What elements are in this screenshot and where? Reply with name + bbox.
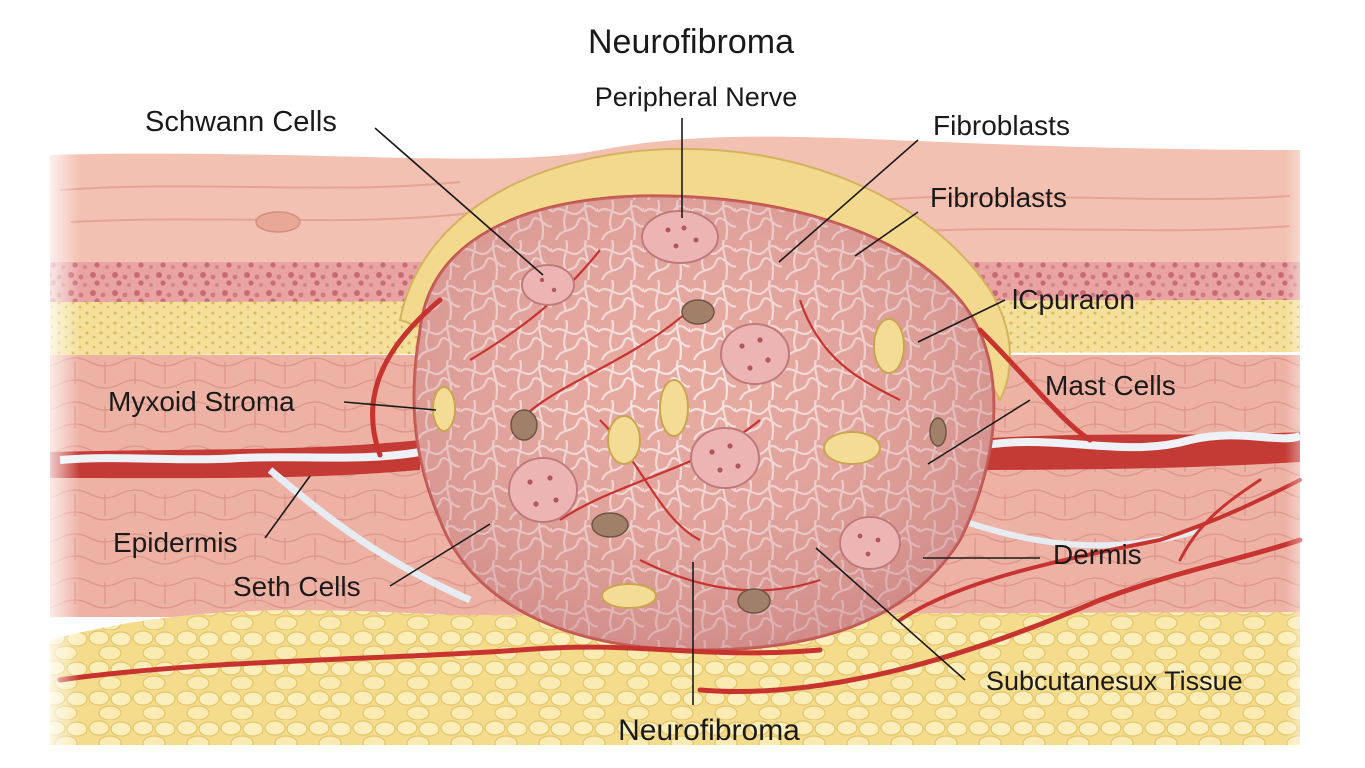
label-fibroblasts-top: Fibroblasts bbox=[933, 110, 1070, 141]
label-cpuraron: lCpuraron bbox=[1012, 284, 1135, 315]
diagram-title: Neurofibroma bbox=[588, 23, 794, 61]
label-fibroblasts-second: Fibroblasts bbox=[930, 182, 1067, 213]
label-mast-cells: Mast Cells bbox=[1045, 370, 1176, 401]
label-epidermis: Epidermis bbox=[113, 527, 237, 558]
label-seth-cells: Seth Cells bbox=[233, 571, 361, 602]
label-myxoid-stroma: Myxoid Stroma bbox=[108, 386, 295, 417]
label-neurofibroma-bottom: Neurofibroma bbox=[618, 714, 800, 747]
label-subcutaneous-tissue: Subcutanesux Tissue bbox=[986, 666, 1243, 696]
hair-follicle-pore bbox=[256, 212, 300, 232]
label-peripheral-nerve: Peripheral Nerve bbox=[595, 82, 798, 112]
label-dermis: Dermis bbox=[1053, 539, 1142, 570]
label-schwann-cells: Schwann Cells bbox=[145, 106, 337, 138]
